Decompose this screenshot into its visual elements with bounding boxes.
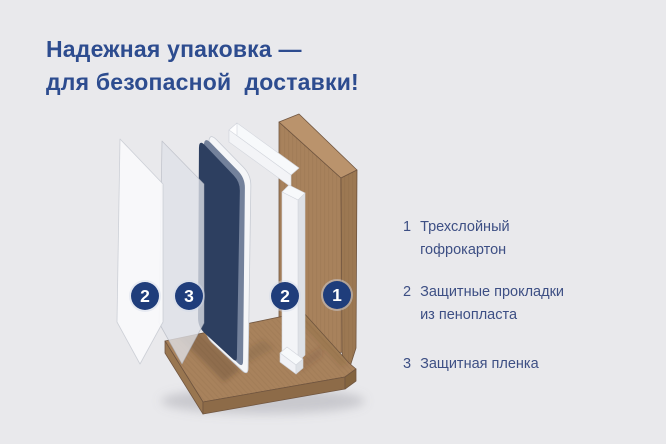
film-sheet-inner <box>158 140 205 365</box>
device-panel <box>198 136 252 374</box>
legend-item-3-number: 3 <box>403 356 412 372</box>
legend-item-3-text: Защитная пленка <box>420 356 539 372</box>
badge-2-outer-sheet: 2 <box>131 282 159 310</box>
legend-item-2: 2 Защитные прокладки из пенопласта <box>403 281 564 327</box>
legend-item-3: 3 Защитная пленка <box>403 353 539 376</box>
legend-item-2-text: Защитные прокладки из пенопласта <box>420 284 565 323</box>
foam-top-bar <box>228 122 300 188</box>
film-sheet-outer <box>116 138 164 365</box>
legend-item-1-number: 1 <box>403 219 412 235</box>
page-title: Надежная упаковка — для безопасной доста… <box>46 36 359 95</box>
legend-item-1: 1 Трехслойный гофрокартон <box>403 216 510 262</box>
badge-2-foam-pad: 2 <box>271 282 299 310</box>
legend-item-2-number: 2 <box>403 284 412 300</box>
badge-3-film: 3 <box>175 282 203 310</box>
device-face <box>198 142 240 361</box>
badge-1-box: 1 <box>323 281 351 309</box>
legend-item-1-text: Трехслойный гофрокартон <box>420 219 510 258</box>
foam-pad <box>279 184 306 375</box>
